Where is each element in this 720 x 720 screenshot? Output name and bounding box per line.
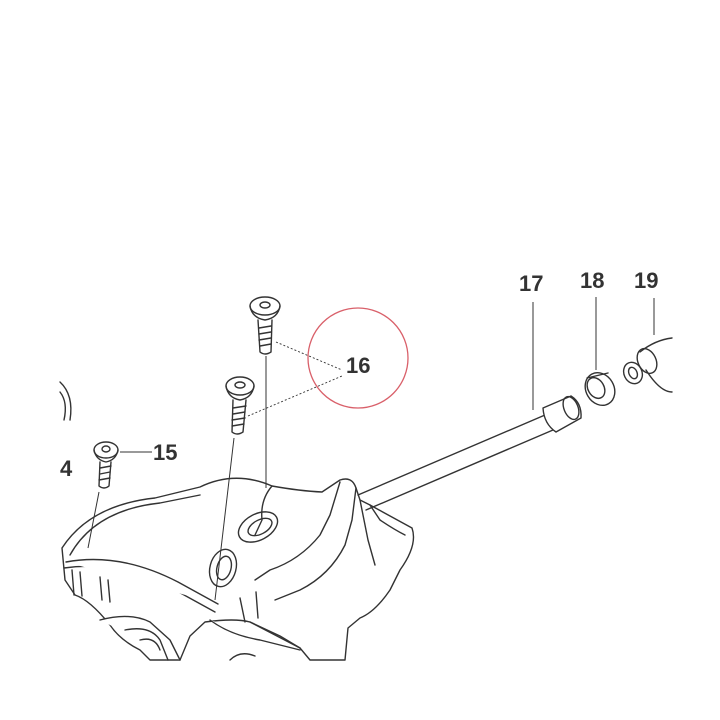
leader-15-axis [87,491,100,549]
callout-17[interactable]: 17 [519,271,544,296]
leader-16-lower-axis [214,437,235,601]
screw-16-lower [225,376,255,435]
oval-boss [237,511,279,543]
cable-17 [357,395,582,511]
callout-18[interactable]: 18 [580,268,605,293]
callout-4[interactable]: 4 [60,456,73,481]
highlight-circle-16 [307,307,409,409]
mount-hole [208,548,238,588]
screw-16-upper [249,296,281,355]
callout-19[interactable]: 19 [634,268,659,293]
callout-16[interactable]: 16 [346,353,371,378]
callout-15[interactable]: 15 [153,440,178,465]
part-19 [622,337,673,393]
housing-assembly [61,477,415,661]
partial-part-left-edge [59,381,72,421]
leader-16-dotted [247,341,343,417]
leader-lines [87,297,655,601]
washer-18 [584,371,616,407]
screw-15 [93,441,119,489]
